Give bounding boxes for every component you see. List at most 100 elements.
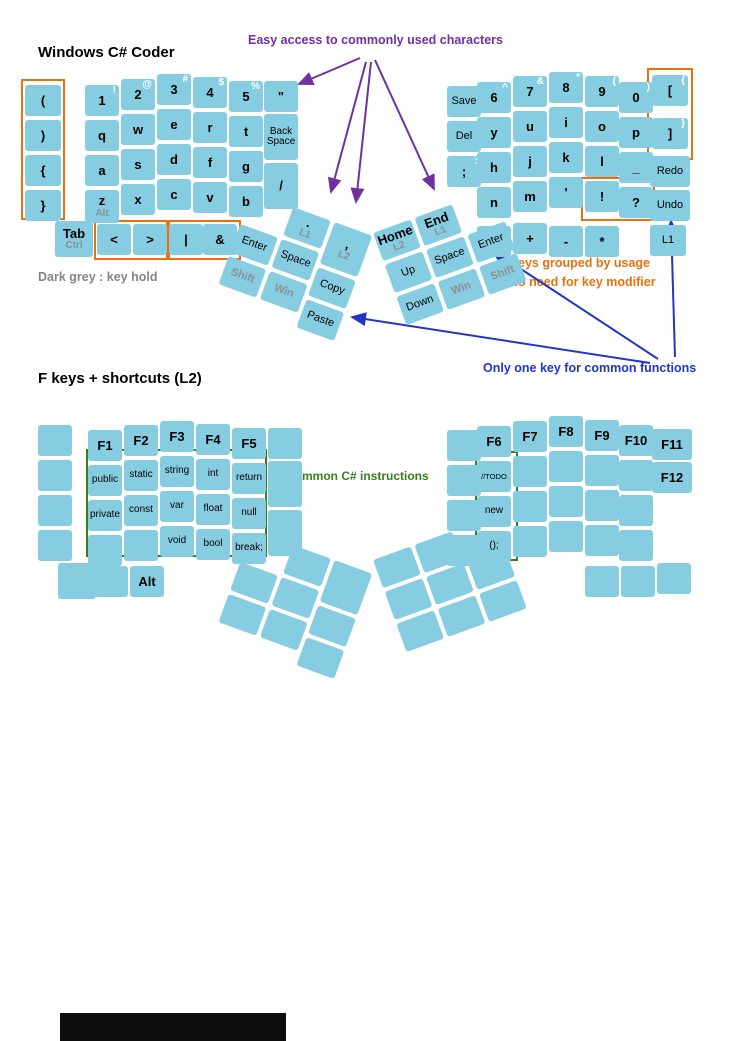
key-label: / [279, 178, 283, 194]
key-9: (9 [585, 76, 619, 107]
hold-label: L1 [297, 227, 313, 242]
key-b: b [229, 186, 263, 217]
key-del: Del [447, 121, 481, 152]
key-n: n [477, 187, 511, 218]
key-label: F5 [241, 435, 257, 451]
shift-label: # [182, 74, 188, 85]
key-static: static [124, 460, 158, 491]
key-label: F1 [97, 437, 113, 453]
hold-label: L2 [336, 248, 351, 264]
key-f1: F1 [88, 430, 122, 461]
key-undo: Undo [650, 190, 690, 221]
key-0: )0 [619, 82, 653, 113]
key-2: @2 [121, 79, 155, 110]
key-label: 1 [98, 92, 106, 108]
key-blank [38, 530, 72, 561]
key-label: | [184, 231, 188, 247]
key-o: o [585, 111, 619, 142]
key-label: Win [272, 282, 296, 301]
key-label: 4 [206, 84, 214, 100]
key-label: F8 [558, 423, 574, 439]
key-label: t [243, 123, 249, 139]
key-1: !1 [85, 85, 119, 116]
key-label: F7 [522, 428, 538, 444]
key-label: } [40, 197, 46, 213]
key-label: ! [599, 188, 605, 204]
shift-label: $ [218, 77, 224, 88]
key-blank [38, 495, 72, 526]
one-key-note: Only one key for common functions [483, 361, 697, 375]
key-label: & [215, 231, 225, 247]
key-label: " [277, 88, 285, 104]
key-y: y [477, 117, 511, 148]
shift-label: : [475, 156, 478, 168]
key-bool: bool [196, 529, 230, 560]
key-h: h [477, 152, 511, 183]
key-label: _ [632, 159, 640, 175]
shift-label: % [251, 81, 260, 92]
key-f10: F10 [619, 425, 653, 456]
key-label: var [170, 500, 184, 512]
key-label: L1 [661, 233, 675, 246]
key-void: void [160, 526, 194, 557]
key-label: Enter [476, 231, 506, 252]
key-label: Save [451, 94, 477, 107]
hold-label: Ctrl [65, 240, 83, 252]
key-label: Redo [656, 164, 684, 177]
key-label: ; [461, 163, 467, 179]
key-blank [268, 428, 302, 459]
key-4: $4 [193, 77, 227, 108]
key-label: F12 [660, 469, 684, 485]
key-blank [513, 526, 547, 557]
key-blank [513, 491, 547, 522]
key-label: Down [404, 292, 436, 314]
key-label: float [203, 503, 223, 515]
key-label: o [598, 118, 606, 134]
key-semicolon: :; [447, 156, 481, 187]
key-blank [549, 451, 583, 482]
key-label: (); [489, 540, 499, 552]
key-label: 6 [490, 89, 498, 105]
key-label: ' [564, 184, 568, 200]
key-blank [619, 495, 653, 526]
key-close-brace: } [25, 190, 61, 221]
key-e: e [157, 109, 191, 140]
key-x: x [121, 184, 155, 215]
key-label: v [206, 189, 214, 205]
key-label: . [304, 214, 314, 231]
shift-label: * [576, 72, 580, 83]
key-label: Tab [62, 225, 86, 241]
key-blank [621, 566, 655, 597]
key-const: const [124, 495, 158, 526]
key-label: b [242, 193, 250, 209]
key-blank [319, 560, 373, 616]
shift-label: { [681, 75, 685, 86]
key-f6: F6 [477, 426, 511, 457]
key-blank [58, 563, 96, 599]
key-string: string [160, 456, 194, 487]
key-label: p [632, 124, 640, 140]
layer2-title: F keys + shortcuts (L2) [38, 370, 202, 387]
key-f12: F12 [652, 462, 692, 493]
key-label: void [167, 535, 187, 547]
key-redo: Redo [650, 156, 690, 187]
key-todo: //TODO [477, 461, 511, 492]
key-blank [447, 465, 481, 496]
key-j: j [513, 146, 547, 177]
key-q: q [85, 120, 119, 151]
key-label: y [490, 124, 498, 140]
key-label: F6 [486, 433, 502, 449]
key-label: Undo [656, 198, 684, 211]
key-f9: F9 [585, 420, 619, 451]
key-label: - [563, 233, 569, 249]
key-f5: F5 [232, 428, 266, 459]
key-label: F2 [133, 432, 149, 448]
key-slash: / [264, 163, 298, 209]
key-minus: - [549, 226, 583, 257]
key-r: r [193, 112, 227, 143]
shift-label: ! [112, 85, 116, 96]
key-label: F3 [169, 428, 185, 444]
key-5: %5 [229, 81, 263, 112]
